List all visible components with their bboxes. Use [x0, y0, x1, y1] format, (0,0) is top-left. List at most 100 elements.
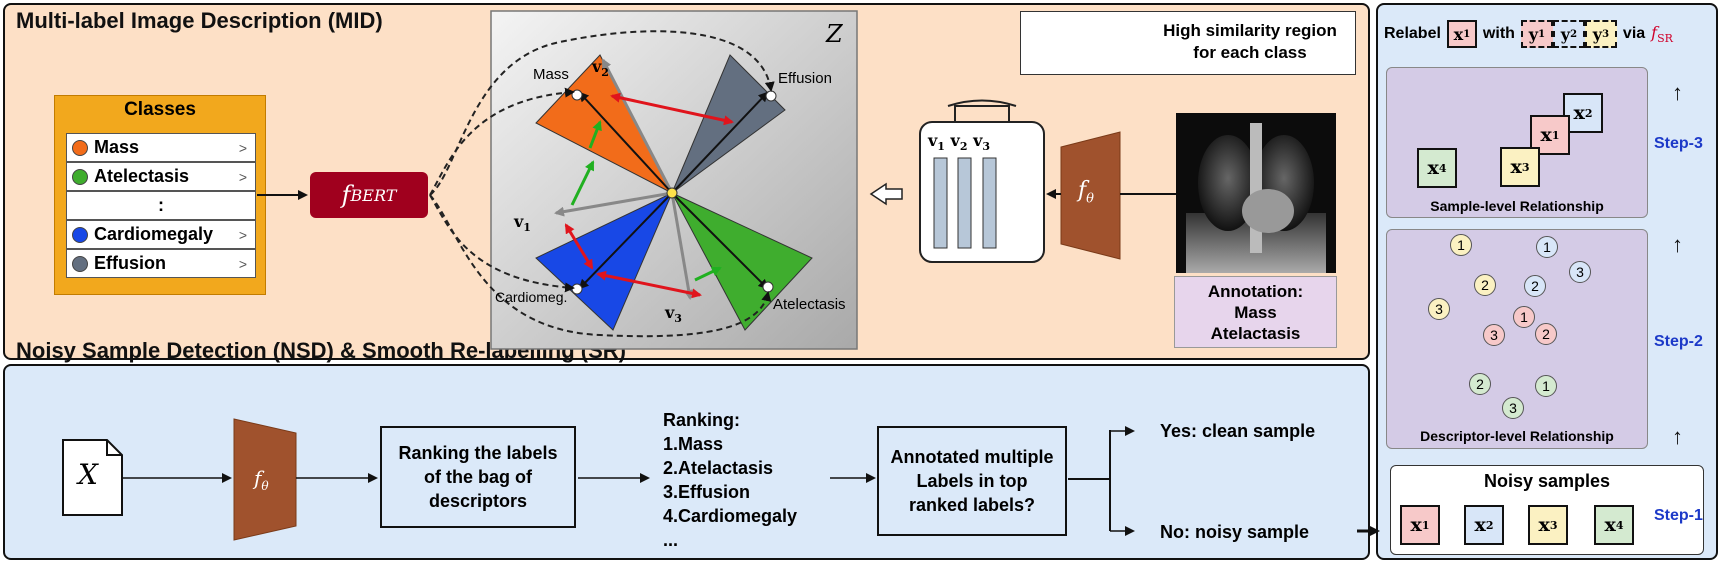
x-var: x	[1427, 157, 1439, 179]
v2-vector	[601, 58, 674, 194]
fbert-sub: BERT	[350, 185, 397, 205]
x-var: x	[1474, 514, 1486, 536]
descriptor-node: 2	[1474, 274, 1496, 296]
x-var: x	[1453, 24, 1464, 44]
mid-title: Multi-label Image Description (MID)	[16, 8, 383, 33]
x-var: x	[1538, 514, 1550, 536]
step-2-label: Step-2	[1654, 333, 1703, 350]
bag-handle	[954, 105, 1010, 122]
descriptor-node: 3	[1483, 324, 1505, 346]
ftheta-encoder-nsd	[233, 418, 297, 541]
y-var: y	[1560, 24, 1571, 44]
fbert-to-mass-dashed	[429, 87, 575, 196]
origin-point	[666, 187, 678, 199]
bag-labels: v1 v2 v3	[928, 131, 990, 153]
nsd-panel	[3, 364, 1370, 560]
legend-text: High similarity region for each class	[1163, 21, 1337, 62]
x-sub: 2	[1584, 106, 1593, 120]
class-item-effusion[interactable]: Effusion >	[66, 249, 256, 278]
class-item-mass[interactable]: Mass >	[66, 133, 256, 162]
cone-label-atelectasis: Atelectasis	[773, 296, 846, 313]
x-var: x	[1540, 124, 1552, 146]
x-sub: 1	[1551, 128, 1560, 142]
bag-symbol: v	[950, 131, 960, 150]
vector-symbol: v	[665, 303, 675, 322]
ftheta-sub: θ	[1086, 191, 1094, 207]
bag-to-space-open-arrow	[869, 182, 903, 206]
class-ellipsis: :	[158, 195, 164, 215]
cardiomegaly-anchor-point	[571, 283, 583, 295]
vector-label-v1: v1	[514, 212, 531, 234]
x-var: x	[1573, 102, 1585, 124]
class-item-cardiomegaly[interactable]: Cardiomegaly >	[66, 220, 256, 249]
vector-symbol: v	[592, 57, 602, 76]
ftheta-f: f	[254, 466, 262, 490]
bag-handle-top	[947, 99, 1017, 107]
annotation-title: Annotation:	[1207, 282, 1304, 301]
annotation-box: Annotation: Mass Atelactasis	[1174, 276, 1337, 348]
bag-bar-3	[982, 157, 997, 249]
atelectasis-anchor-point	[762, 281, 774, 293]
y-sub: 2	[1570, 28, 1578, 40]
effusion-class-vector	[671, 91, 769, 194]
up-arrow-icon: ↑	[1672, 80, 1683, 105]
chevron-right-icon: >	[238, 226, 247, 243]
class-label: Cardiomegaly	[94, 224, 214, 244]
bag-sub: 2	[959, 140, 968, 154]
step-3-label: Step-3	[1654, 135, 1703, 152]
y-var: y	[1528, 24, 1539, 44]
fbert-to-atelectasis-dashed	[429, 194, 772, 338]
descriptor-node: 1	[1450, 234, 1472, 256]
descriptor-node: 3	[1428, 298, 1450, 320]
relabel-with: with	[1482, 25, 1515, 42]
class-label: Mass	[94, 137, 140, 157]
class-item-atelectasis[interactable]: Atelectasis >	[66, 162, 256, 191]
fsr-label: fSR	[1651, 23, 1673, 45]
bag-sub: 3	[982, 140, 991, 154]
chevron-right-icon: >	[238, 255, 247, 272]
fsr-f: f	[1651, 22, 1658, 42]
noisy-samples-title: Noisy samples	[1483, 471, 1611, 491]
fsr-sub: SR	[1657, 32, 1673, 46]
annotation-value: Mass	[1234, 303, 1277, 322]
cone-label-effusion: Effusion	[778, 70, 832, 87]
rank-labels-box: Ranking the labels of the bag of descrip…	[380, 426, 576, 528]
bag-bar-1	[933, 157, 948, 249]
descriptor-node: 2	[1535, 323, 1557, 345]
ftheta-encoder-mid	[1060, 131, 1121, 260]
y-sub: 1	[1538, 28, 1546, 40]
atelectasis-class-vector	[671, 192, 769, 290]
space-symbol: Z	[826, 20, 843, 48]
cone-label-cardiomegaly: Cardiomeg.	[495, 289, 568, 305]
input-symbol: X	[78, 458, 98, 491]
sample-level-box	[1386, 67, 1648, 218]
x-var: x	[1604, 514, 1616, 536]
chest-xray-image	[1176, 113, 1336, 273]
y-sub: 3	[1602, 28, 1610, 40]
x-var: x	[1410, 514, 1422, 536]
class-label: Atelectasis	[94, 166, 190, 186]
v1-vector	[554, 191, 673, 217]
up-arrow-icon: ↑	[1672, 232, 1683, 257]
descriptor-node: 2	[1469, 373, 1491, 395]
bag-symbol: v	[973, 131, 983, 150]
cardiomegaly-class-vector	[578, 192, 673, 290]
bag-symbol: v	[928, 131, 938, 150]
step-1-label: Step-1	[1654, 507, 1703, 524]
legend-box	[1020, 11, 1356, 75]
no-noisy-text: No: noisy sample	[1160, 522, 1310, 542]
descriptor-node: 1	[1535, 375, 1557, 397]
chevron-right-icon: >	[238, 139, 247, 156]
bag-of-descriptors	[919, 121, 1045, 263]
ftheta-sub: θ	[261, 479, 269, 493]
effusion-dot-icon	[72, 255, 88, 272]
